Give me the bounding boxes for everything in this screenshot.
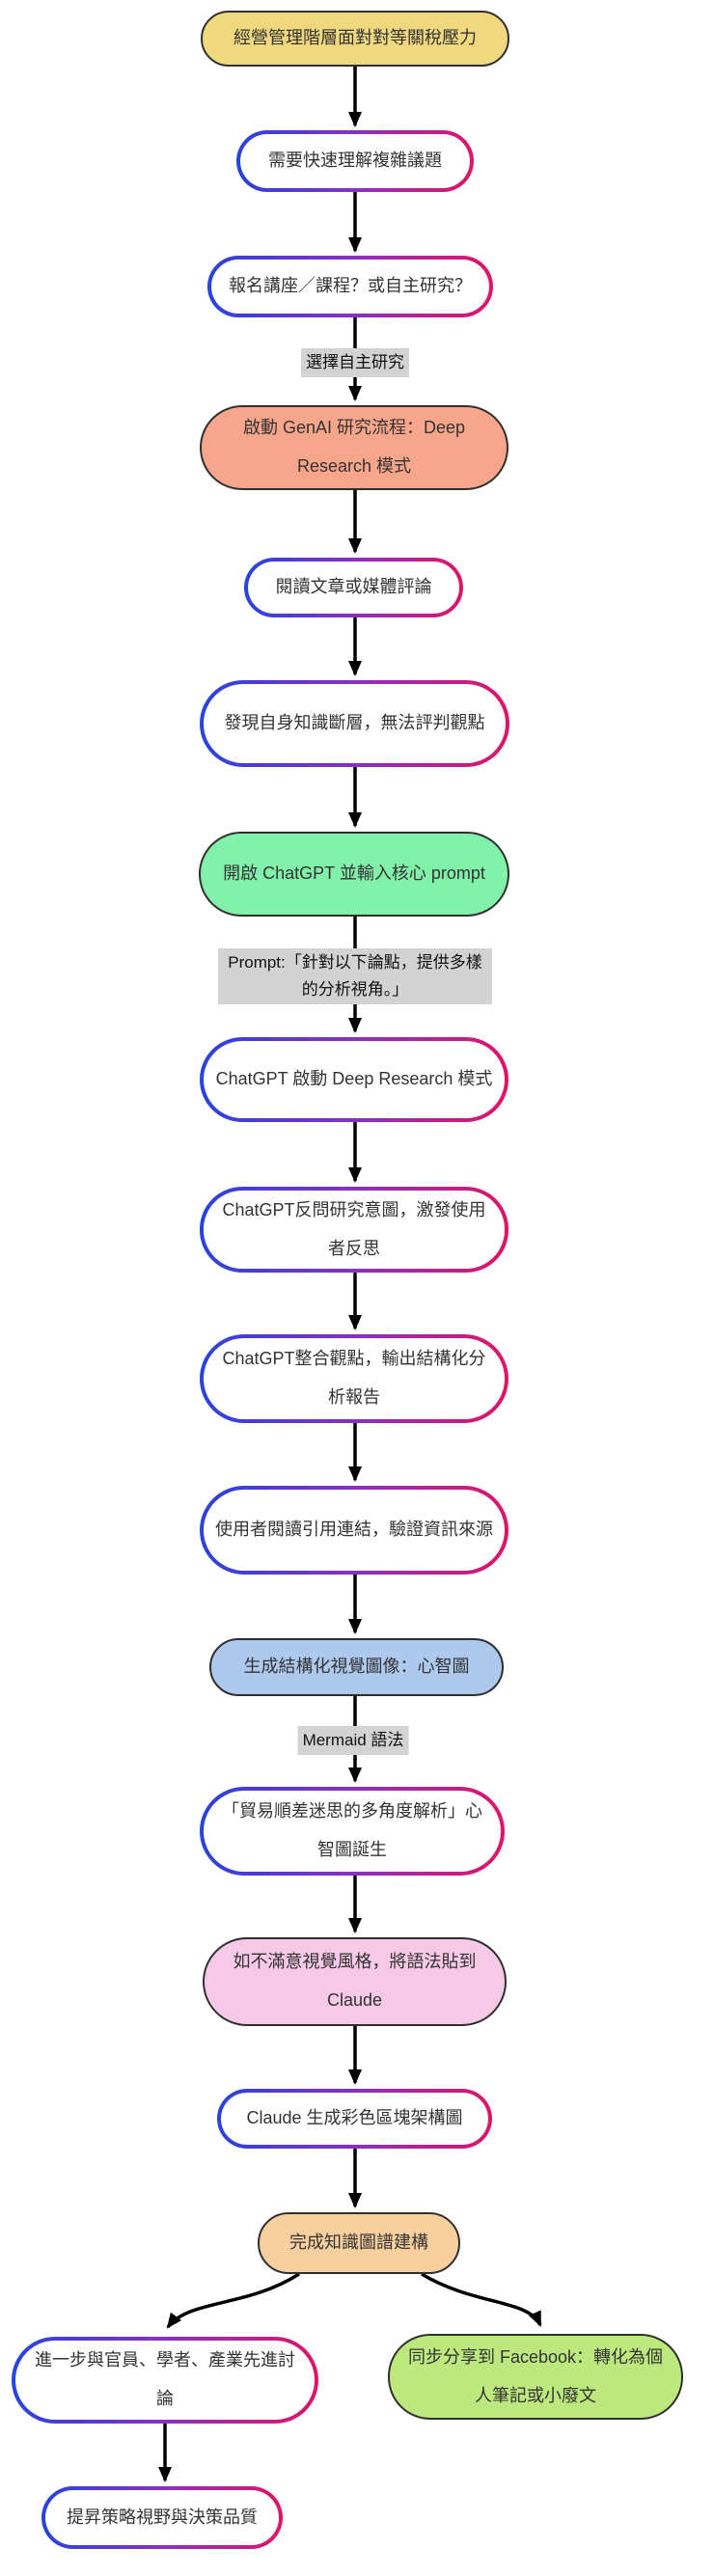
flow-node-knowledge-graph-complete: 完成知識圖譜建構 [258, 2212, 460, 2274]
flow-node-label: Claude 生成彩色區塊架構圖 [221, 2093, 488, 2145]
edge-label-core-prompt: Prompt:「針對以下論點，提供多樣的分析視角。」 [218, 948, 492, 1005]
flow-node-label: 提昇策略視野與決策品質 [45, 2490, 279, 2545]
flow-arrow-p-r [421, 2272, 542, 2327]
flow-node-label: 開啟 ChatGPT 並輸入核心 prompt [223, 863, 485, 884]
flow-node-label: ChatGPT整合觀點，輸出結構化分析報告 [204, 1338, 505, 1419]
flow-node-verify-sources: 使用者閱讀引用連結，驗證資訊來源 [200, 1486, 508, 1575]
flow-node-label: ChatGPT 啟動 Deep Research 模式 [204, 1041, 505, 1118]
flow-node-label: ChatGPT反問研究意圖，激發使用者反思 [204, 1191, 505, 1269]
flow-node-label: 發現自身知識斷層，無法評判觀點 [204, 684, 506, 763]
flow-node-generate-mindmap: 生成結構化視覺圖像：心智圖 [209, 1638, 504, 1696]
flow-node-open-chatgpt-prompt: 開啟 ChatGPT 並輸入核心 prompt [199, 832, 509, 917]
flow-node-course-or-self-study: 報名講座／課程？或自主研究？ [207, 256, 493, 317]
flow-node-tariff-pressure: 經營管理階層面對對等關稅壓力 [201, 11, 509, 67]
flow-node-label: 經營管理階層面對對等關稅壓力 [233, 28, 477, 48]
flow-node-share-to-facebook: 同步分享到 Facebook：轉化為個人筆記或小廢文 [388, 2334, 683, 2420]
flow-node-label: 報名講座／課程？或自主研究？ [211, 260, 489, 314]
flow-node-read-articles: 閱讀文章或媒體評論 [244, 558, 463, 617]
flow-node-chatgpt-asks-intent: ChatGPT反問研究意圖，激發使用者反思 [200, 1187, 508, 1273]
flow-arrow-p-q [166, 2272, 300, 2329]
flow-node-knowledge-gap: 發現自身知識斷層，無法評判觀點 [200, 680, 509, 767]
flow-node-strategy-quality: 提昇策略視野與決策品質 [41, 2486, 283, 2549]
flow-node-chatgpt-deep-research: ChatGPT 啟動 Deep Research 模式 [200, 1037, 508, 1122]
flow-node-label: 啟動 GenAI 研究流程：Deep Research 模式 [242, 418, 466, 476]
flow-node-paste-to-claude: 如不滿意視覺風格，將語法貼到 Claude [203, 1937, 507, 2026]
flow-node-label: 完成知識圖譜建構 [289, 2233, 428, 2253]
flow-node-mindmap-born: 「貿易順差迷思的多角度解析」心智圖誕生 [200, 1787, 505, 1876]
flow-node-claude-block-diagram: Claude 生成彩色區塊架構圖 [217, 2089, 492, 2149]
flow-node-label: 進一步與官員、學者、產業先進討論 [15, 2341, 315, 2420]
flow-node-chatgpt-structured-report: ChatGPT整合觀點，輸出結構化分析報告 [200, 1334, 508, 1423]
flow-node-label: 使用者閱讀引用連結，驗證資訊來源 [204, 1490, 505, 1571]
flow-node-label: 同步分享到 Facebook：轉化為個人筆記或小廢文 [407, 2346, 664, 2405]
edge-label-choose-self-study: 選擇自主研究 [301, 348, 409, 378]
edge-label-mermaid-syntax: Mermaid 語法 [297, 1726, 409, 1756]
flow-node-discuss-with-experts: 進一步與官員、學者、產業先進討論 [12, 2337, 318, 2424]
flow-node-label: 閱讀文章或媒體評論 [248, 562, 459, 614]
flow-node-label: 如不滿意視覺風格，將語法貼到 Claude [233, 1952, 477, 2010]
flow-node-label: 「貿易順差迷思的多角度解析」心智圖誕生 [204, 1791, 501, 1872]
flow-node-understand-issues: 需要快速理解複雜議題 [236, 130, 474, 192]
flow-node-genai-research-process: 啟動 GenAI 研究流程：Deep Research 模式 [200, 405, 508, 490]
flow-node-label: 生成結構化視覺圖像：心智圖 [243, 1657, 470, 1677]
flow-node-label: 需要快速理解複雜議題 [240, 134, 470, 188]
